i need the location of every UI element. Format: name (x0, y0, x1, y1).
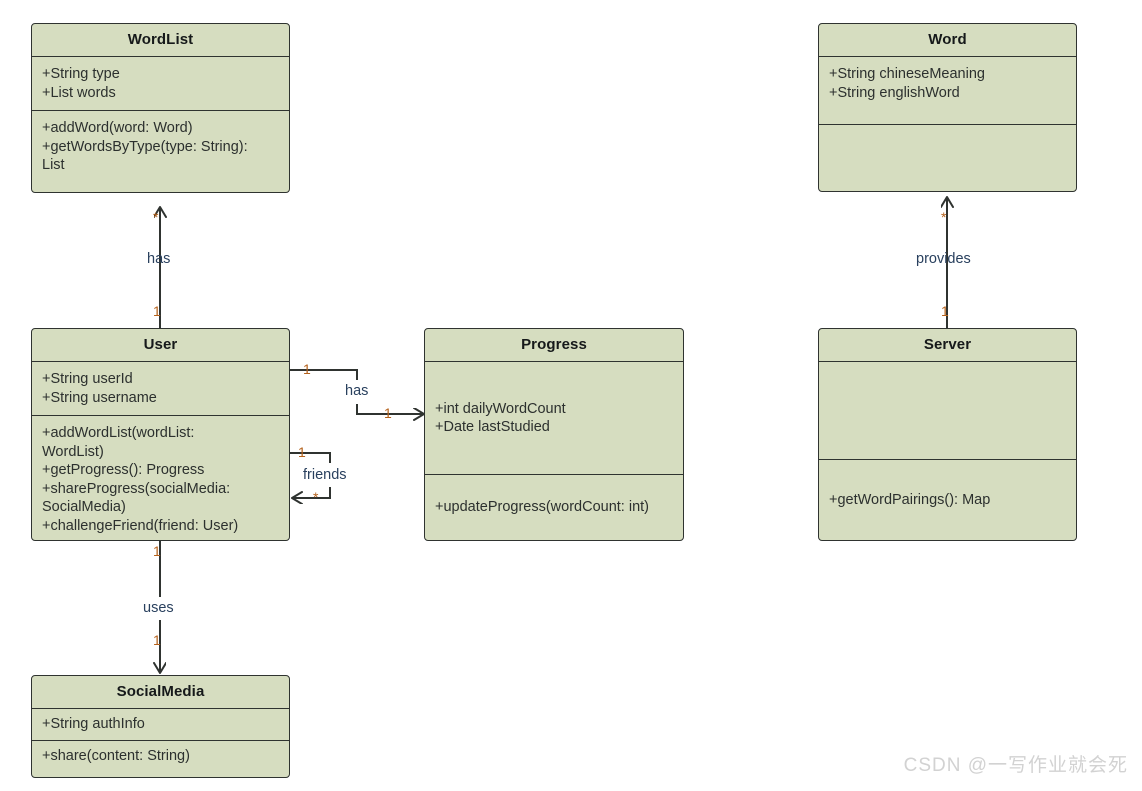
csdn-watermark: CSDN @一写作业就会死 (903, 755, 1128, 776)
class-attributes-server (819, 362, 1076, 460)
class-methods-user: +addWordList(wordList: WordList) +getPro… (42, 425, 239, 534)
multiplicity-wordlist-source: 1 (153, 303, 161, 319)
class-attributes-progress: +int dailyWordCount +Date lastStudied (425, 362, 683, 475)
class-box-progress[interactable]: Progress +int dailyWordCount +Date lastS… (424, 328, 684, 541)
class-methods-progress: +updateProgress(wordCount: int) (435, 499, 649, 516)
class-name-wordlist: WordList (32, 24, 289, 57)
edge-label-uses: uses (143, 600, 174, 616)
class-methods-socialmedia: +share(content: String) (42, 747, 190, 764)
multiplicity-friends-target: * (313, 489, 319, 505)
multiplicity-progress-source: 1 (303, 361, 311, 377)
class-name-progress: Progress (425, 329, 683, 362)
class-box-socialmedia[interactable]: SocialMedia +String authInfo +share(cont… (31, 675, 290, 778)
class-methods-word (819, 125, 1076, 191)
class-attributes-wordlist: +String type +List words (32, 57, 289, 111)
class-name-server: Server (819, 329, 1076, 362)
multiplicity-word-source: 1 (941, 303, 949, 319)
class-attributes-user: +String userId +String username (32, 362, 289, 416)
multiplicity-wordlist-target: * (153, 209, 159, 225)
class-methods-server: +getWordPairings(): Map (829, 491, 991, 508)
class-box-user[interactable]: User +String userId +String username +ad… (31, 328, 290, 541)
multiplicity-word-target: * (941, 209, 947, 225)
class-attributes-word: +String chineseMeaning +String englishWo… (819, 57, 1076, 125)
class-box-server[interactable]: Server +getWordPairings(): Map (818, 328, 1077, 541)
class-box-word[interactable]: Word +String chineseMeaning +String engl… (818, 23, 1077, 192)
class-name-socialmedia: SocialMedia (32, 676, 289, 709)
edge-label-friends: friends (303, 467, 347, 483)
multiplicity-progress-target: 1 (384, 405, 392, 421)
edge-label-has-progress: has (345, 383, 369, 399)
edge-label-provides: provides (916, 251, 971, 267)
multiplicity-friends-source: 1 (298, 444, 306, 460)
class-name-user: User (32, 329, 289, 362)
multiplicity-socialmedia-target: 1 (153, 632, 161, 648)
multiplicity-socialmedia-source: 1 (153, 543, 161, 559)
class-name-word: Word (819, 24, 1076, 57)
class-box-wordlist[interactable]: WordList +String type +List words +addWo… (31, 23, 290, 193)
class-methods-wordlist: +addWord(word: Word) +getWordsByType(typ… (42, 120, 248, 173)
class-attributes-socialmedia: +String authInfo (32, 709, 289, 741)
edge-label-has-wordlist: has (147, 251, 171, 267)
